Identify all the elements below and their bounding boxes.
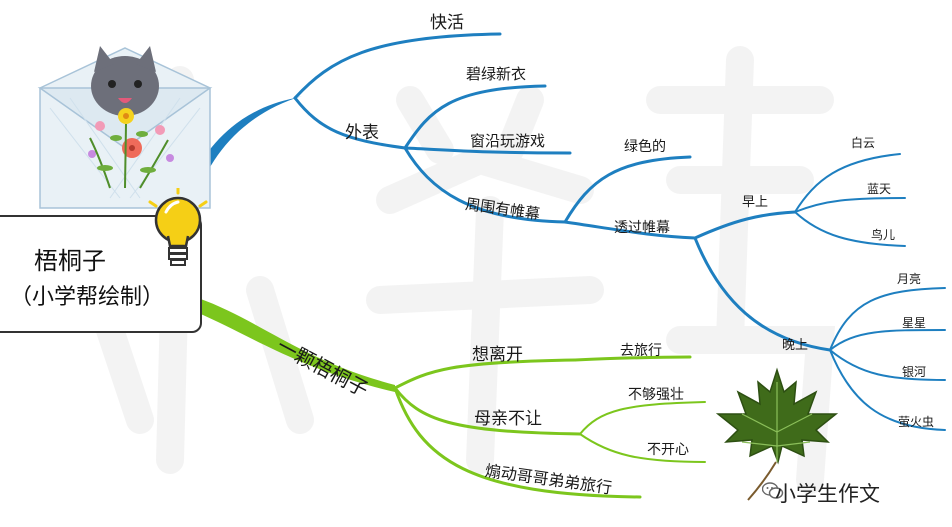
node-waibiao: 外表	[345, 123, 379, 143]
node-bukaixin: 不开心	[647, 442, 689, 458]
node-zaoshang: 早上	[742, 195, 769, 210]
node-lvse: 绿色的	[624, 139, 666, 155]
node-lantian: 蓝天	[867, 182, 892, 196]
node-chuanyan: 窗沿玩游戏	[470, 132, 546, 150]
brand-label: 小学生作文	[775, 482, 880, 506]
node-bilv: 碧绿新衣	[466, 65, 527, 83]
node-yueliang: 月亮	[897, 272, 922, 286]
lightbulb-icon	[148, 188, 208, 266]
watermark-graphic	[86, 46, 836, 494]
node-xingxing: 星星	[902, 316, 927, 330]
node-wanshang: 晚上	[782, 338, 809, 353]
node-xianglikai: 想离开	[472, 345, 523, 365]
maple-leaf-icon	[715, 367, 839, 501]
node-touguo: 透过帷幕	[614, 220, 670, 236]
node-buguoqiangzhuang: 不够强壮	[628, 387, 684, 403]
node-baiyun: 白云	[851, 136, 876, 150]
wechat-icon	[762, 482, 784, 499]
node-yinhe: 银河	[902, 365, 927, 379]
node-niaoer: 鸟儿	[871, 228, 896, 242]
node-kuaihuo: 快活	[430, 13, 464, 33]
node-muqin: 母亲不让	[474, 409, 542, 429]
root-title: 梧桐子	[34, 247, 106, 275]
envelope-cat-icon	[37, 46, 213, 209]
root-subtitle: （小学帮绘制）	[10, 285, 165, 310]
node-qulvxing: 去旅行	[620, 343, 662, 359]
node-yinghuochong: 萤火虫	[898, 415, 935, 429]
